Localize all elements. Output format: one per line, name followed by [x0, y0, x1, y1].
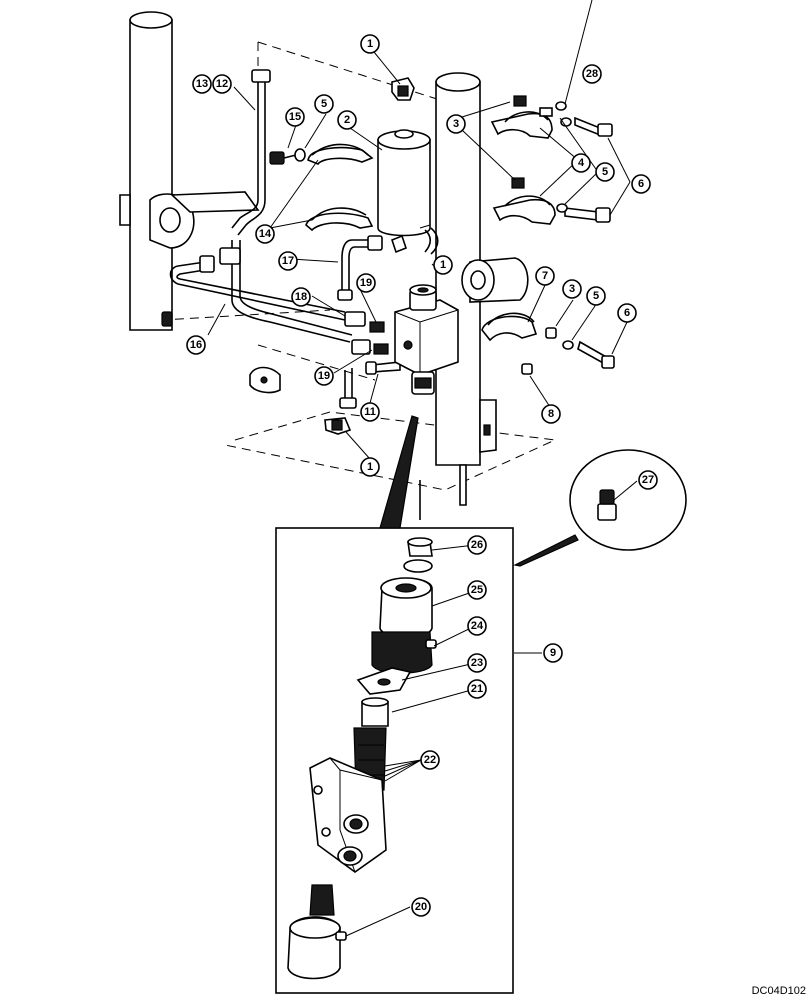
callout-11: 11 [360, 402, 380, 422]
svg-text:16: 16 [190, 339, 202, 351]
svg-text:23: 23 [471, 657, 483, 669]
leader-lines [207, 0, 638, 937]
svg-text:5: 5 [602, 166, 608, 178]
callouts: 1 13 12 2 15 5 14 28 3 4 5 6 17 1 7 3 5 … [186, 34, 658, 917]
svg-text:17: 17 [282, 255, 294, 267]
callout-5-lower: 5 [586, 286, 606, 306]
svg-text:12: 12 [216, 78, 228, 90]
svg-text:8: 8 [548, 408, 554, 420]
fasteners [269, 101, 615, 375]
callout-19-top: 19 [356, 273, 376, 293]
clamps [305, 95, 556, 342]
svg-text:15: 15 [289, 111, 301, 123]
svg-text:22: 22 [424, 754, 436, 766]
svg-text:4: 4 [578, 157, 585, 169]
detail-inset [275, 415, 514, 994]
svg-text:5: 5 [321, 98, 327, 110]
right-post [435, 72, 529, 506]
callout-15: 15 [285, 107, 305, 127]
pipes [169, 69, 439, 409]
svg-text:26: 26 [471, 539, 483, 551]
callout-5-right: 5 [595, 162, 615, 182]
callout-19-bottom: 19 [314, 366, 334, 386]
svg-text:20: 20 [415, 901, 427, 913]
svg-text:6: 6 [624, 307, 630, 319]
svg-text:9: 9 [550, 647, 556, 659]
callout-17: 17 [278, 251, 298, 271]
elbow-fittings [324, 77, 415, 435]
callout-3-top: 3 [446, 114, 466, 134]
callout-2: 2 [337, 110, 357, 130]
svg-text:21: 21 [471, 683, 483, 695]
svg-text:24: 24 [471, 620, 484, 632]
callout-27: 27 [638, 470, 658, 490]
svg-text:19: 19 [318, 370, 330, 382]
callout-26: 26 [467, 535, 487, 555]
callout-6-right: 6 [617, 303, 637, 323]
callout-5-left: 5 [314, 94, 334, 114]
callout-13: 13 [192, 74, 212, 94]
svg-text:3: 3 [569, 283, 575, 295]
svg-text:7: 7 [542, 270, 548, 282]
svg-text:5: 5 [593, 290, 599, 302]
svg-text:14: 14 [259, 228, 272, 240]
drawing-code: DC04D102 [752, 985, 806, 997]
callout-16: 16 [186, 335, 206, 355]
svg-text:19: 19 [360, 277, 372, 289]
callout-20: 20 [411, 897, 431, 917]
callout-25: 25 [467, 580, 487, 600]
svg-text:1: 1 [367, 38, 373, 50]
left-post [119, 11, 260, 331]
svg-text:1: 1 [440, 259, 446, 271]
callout-8: 8 [541, 404, 561, 424]
svg-text:3: 3 [453, 118, 459, 130]
valve-block [344, 284, 459, 395]
callout-1-bottom: 1 [360, 457, 380, 477]
accumulator [377, 129, 431, 237]
callout-7: 7 [535, 266, 555, 286]
svg-text:13: 13 [196, 78, 208, 90]
svg-text:27: 27 [642, 474, 654, 486]
callout-23: 23 [467, 653, 487, 673]
callout-6-top: 6 [631, 174, 651, 194]
svg-text:11: 11 [364, 406, 376, 418]
callout-18: 18 [291, 287, 311, 307]
callout-1-mid: 1 [433, 255, 453, 275]
svg-text:1: 1 [367, 461, 373, 473]
svg-text:25: 25 [471, 584, 483, 596]
callout-22: 22 [420, 750, 440, 770]
svg-text:28: 28 [586, 68, 598, 80]
callout-4: 4 [571, 153, 591, 173]
callout-21: 21 [467, 679, 487, 699]
svg-text:18: 18 [295, 291, 307, 303]
callout-3-right: 3 [562, 279, 582, 299]
connector-inset [513, 449, 687, 567]
svg-text:2: 2 [344, 114, 350, 126]
callout-12: 12 [212, 74, 232, 94]
callout-14: 14 [255, 224, 275, 244]
svg-text:6: 6 [638, 178, 644, 190]
misc-parts [249, 366, 421, 520]
callout-9: 9 [543, 643, 563, 663]
callout-24: 24 [467, 616, 487, 636]
callout-28: 28 [582, 64, 602, 84]
callout-1-top: 1 [360, 34, 380, 54]
